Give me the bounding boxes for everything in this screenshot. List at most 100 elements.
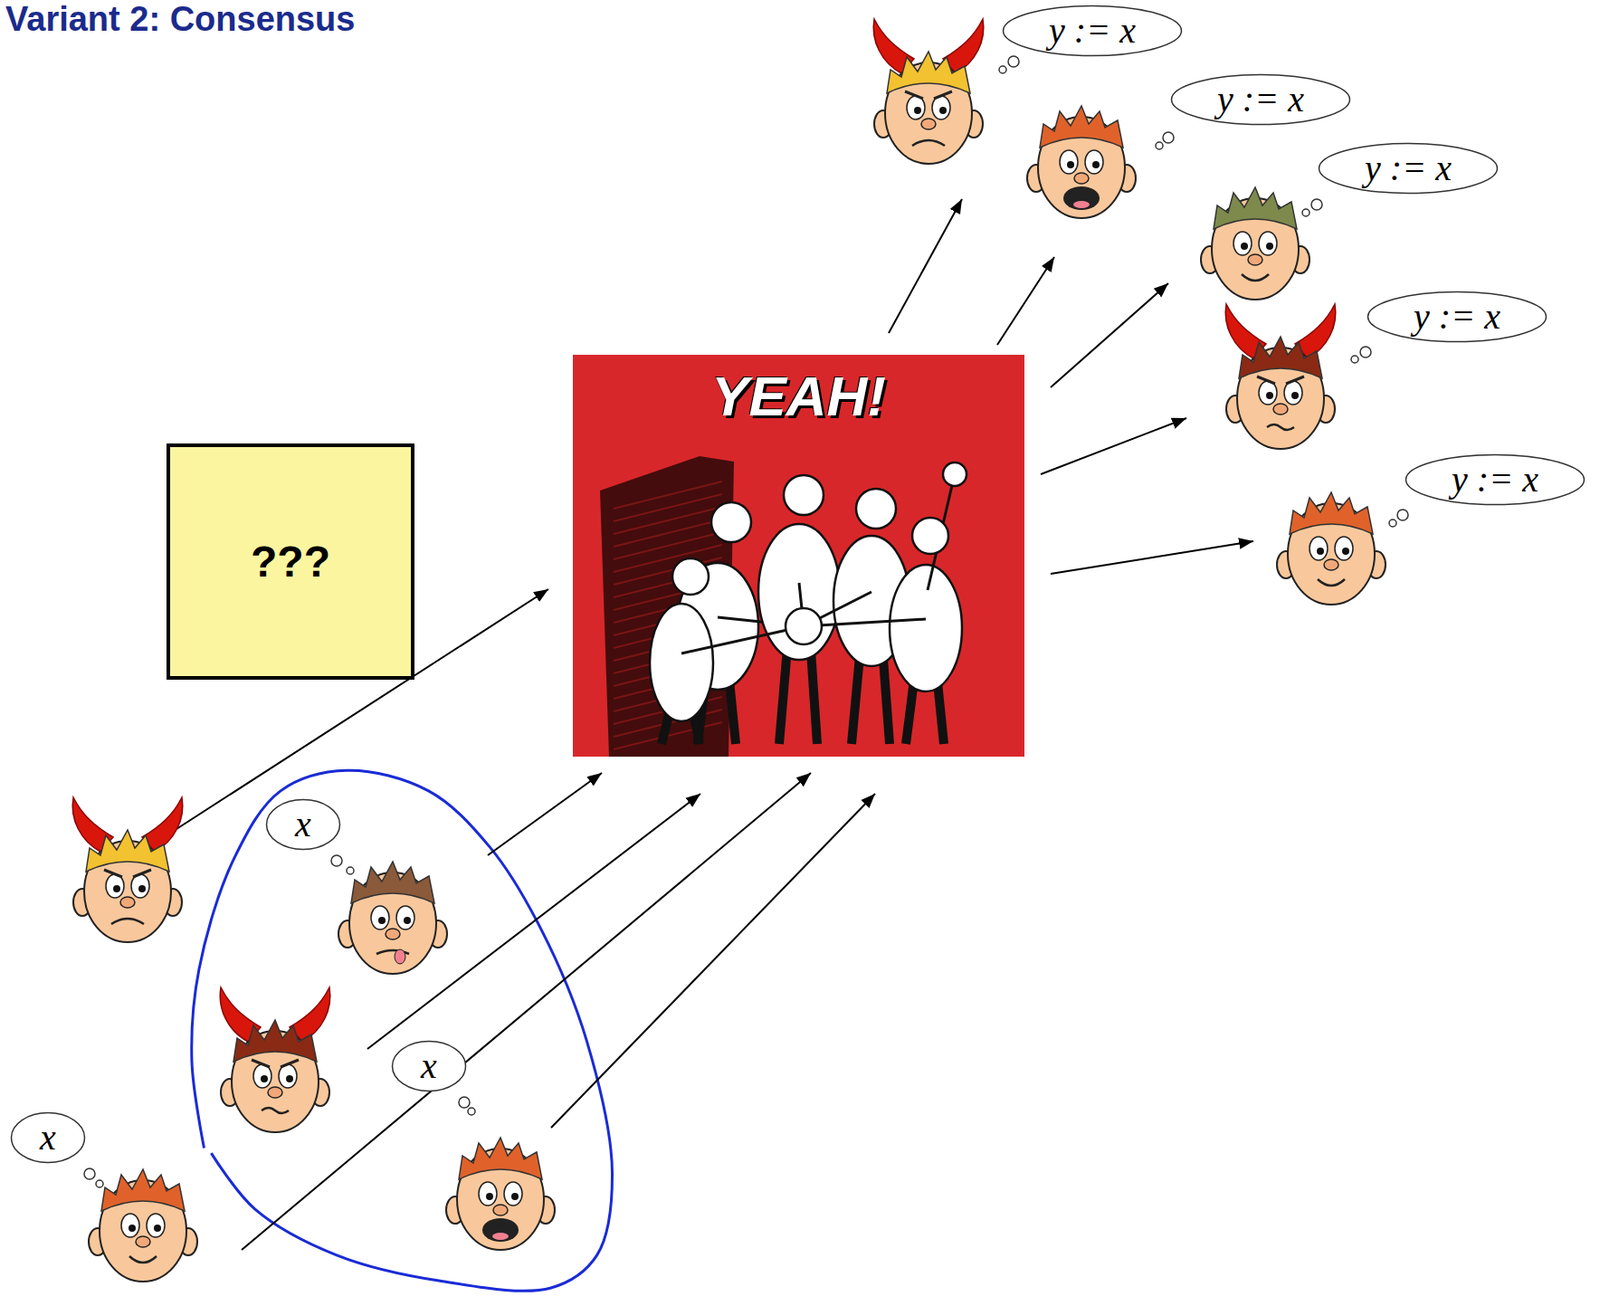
figure-head [783, 475, 824, 515]
thought-trail [458, 1096, 470, 1108]
cartoon-face [1225, 304, 1336, 449]
pupil [1291, 391, 1299, 400]
thought-trail [84, 1168, 96, 1180]
bubble-shape [392, 1041, 467, 1092]
mouth [1317, 579, 1345, 586]
mouth [1241, 274, 1269, 281]
thought-text: x [295, 806, 312, 843]
angry-brow [904, 91, 953, 99]
mouth [129, 1256, 157, 1263]
eye [504, 1181, 523, 1206]
pupil [153, 1224, 162, 1232]
bubble-shape [1368, 292, 1547, 343]
consensus-picture: YEAH! [572, 354, 1025, 757]
thought-text: y := x [1048, 12, 1136, 49]
thought-bubble: x [390, 1039, 467, 1093]
group-outline [191, 770, 613, 1291]
thought-bubble: x [265, 798, 342, 851]
thought-trail [95, 1180, 104, 1188]
nose [1247, 254, 1263, 266]
hatch-line [613, 519, 723, 547]
pupil [138, 885, 146, 893]
pupil [128, 1224, 136, 1232]
pupil [1066, 161, 1075, 169]
thought-text: x [420, 1047, 438, 1085]
hair [101, 1169, 185, 1211]
nose [135, 1236, 151, 1248]
eye [396, 905, 415, 930]
figure-head [912, 517, 949, 554]
mouth [1266, 424, 1295, 430]
hair [1238, 336, 1323, 379]
angry-brow [251, 1059, 299, 1067]
thought-trail [1397, 509, 1409, 521]
eye [1059, 150, 1078, 174]
pupil [113, 885, 121, 893]
eye [1334, 536, 1353, 561]
thought-text: y := x [1364, 150, 1452, 187]
hatch-line [613, 494, 723, 522]
eye [371, 905, 390, 930]
thought-bubble: y := x [1001, 4, 1183, 58]
box-label: ??? [250, 536, 331, 587]
arrow-line [241, 772, 811, 1250]
thought-text: y := x [1451, 461, 1539, 498]
figure-body [889, 564, 962, 692]
nose [1074, 172, 1089, 184]
pupil [1240, 242, 1248, 250]
cartoon-face [446, 1137, 555, 1250]
eye [1258, 231, 1277, 256]
thought-bubble: y := x [1317, 142, 1499, 195]
thought-trail [1008, 56, 1020, 67]
thought-trail [1351, 355, 1359, 363]
thought-trail [1360, 346, 1372, 358]
eye [1309, 536, 1328, 561]
thought-bubble: y := x [1366, 290, 1548, 343]
hair [886, 51, 971, 94]
eye [1233, 231, 1252, 256]
figure-body [649, 603, 714, 722]
arrow-line [1040, 418, 1187, 475]
nose [493, 1204, 508, 1216]
thought-trail [467, 1107, 476, 1115]
mouth [482, 1218, 519, 1242]
hatch-line [613, 481, 723, 509]
cartoon-face [88, 1169, 198, 1282]
cartoon-face [338, 861, 448, 974]
hair [1039, 105, 1124, 148]
nose [1273, 403, 1288, 415]
tongue [1073, 200, 1090, 209]
thought-text: y := x [1217, 81, 1305, 118]
arrow-line [1050, 283, 1169, 388]
mouth [261, 1107, 289, 1114]
thought-trail [999, 66, 1007, 74]
thought-bubble: y := x [1170, 73, 1352, 126]
figure-head [856, 488, 896, 529]
figure-head [711, 502, 752, 543]
hair [458, 1137, 543, 1180]
thought-trail [1311, 199, 1323, 210]
pupil [285, 1075, 294, 1083]
tongue [394, 949, 406, 964]
slide-title: Variant 2: Consensus [5, 0, 355, 39]
pupil [939, 106, 947, 115]
bubble-shape [11, 1113, 86, 1163]
angry-brow [104, 869, 152, 877]
pupil [511, 1192, 519, 1200]
pupil [1342, 547, 1350, 555]
eye [1085, 150, 1104, 174]
hair [85, 829, 170, 872]
arrow-line [888, 199, 962, 334]
cartoon-face [873, 19, 984, 164]
hands [785, 608, 822, 645]
thought-bubble: x [9, 1111, 86, 1164]
thought-trail [1155, 142, 1163, 150]
nose [921, 118, 936, 130]
mouth [111, 918, 144, 924]
hatch-line [613, 506, 723, 534]
arrow-line [551, 793, 876, 1128]
cartoon-face [219, 987, 331, 1133]
pupil [1316, 547, 1324, 555]
pupil [1266, 242, 1274, 250]
